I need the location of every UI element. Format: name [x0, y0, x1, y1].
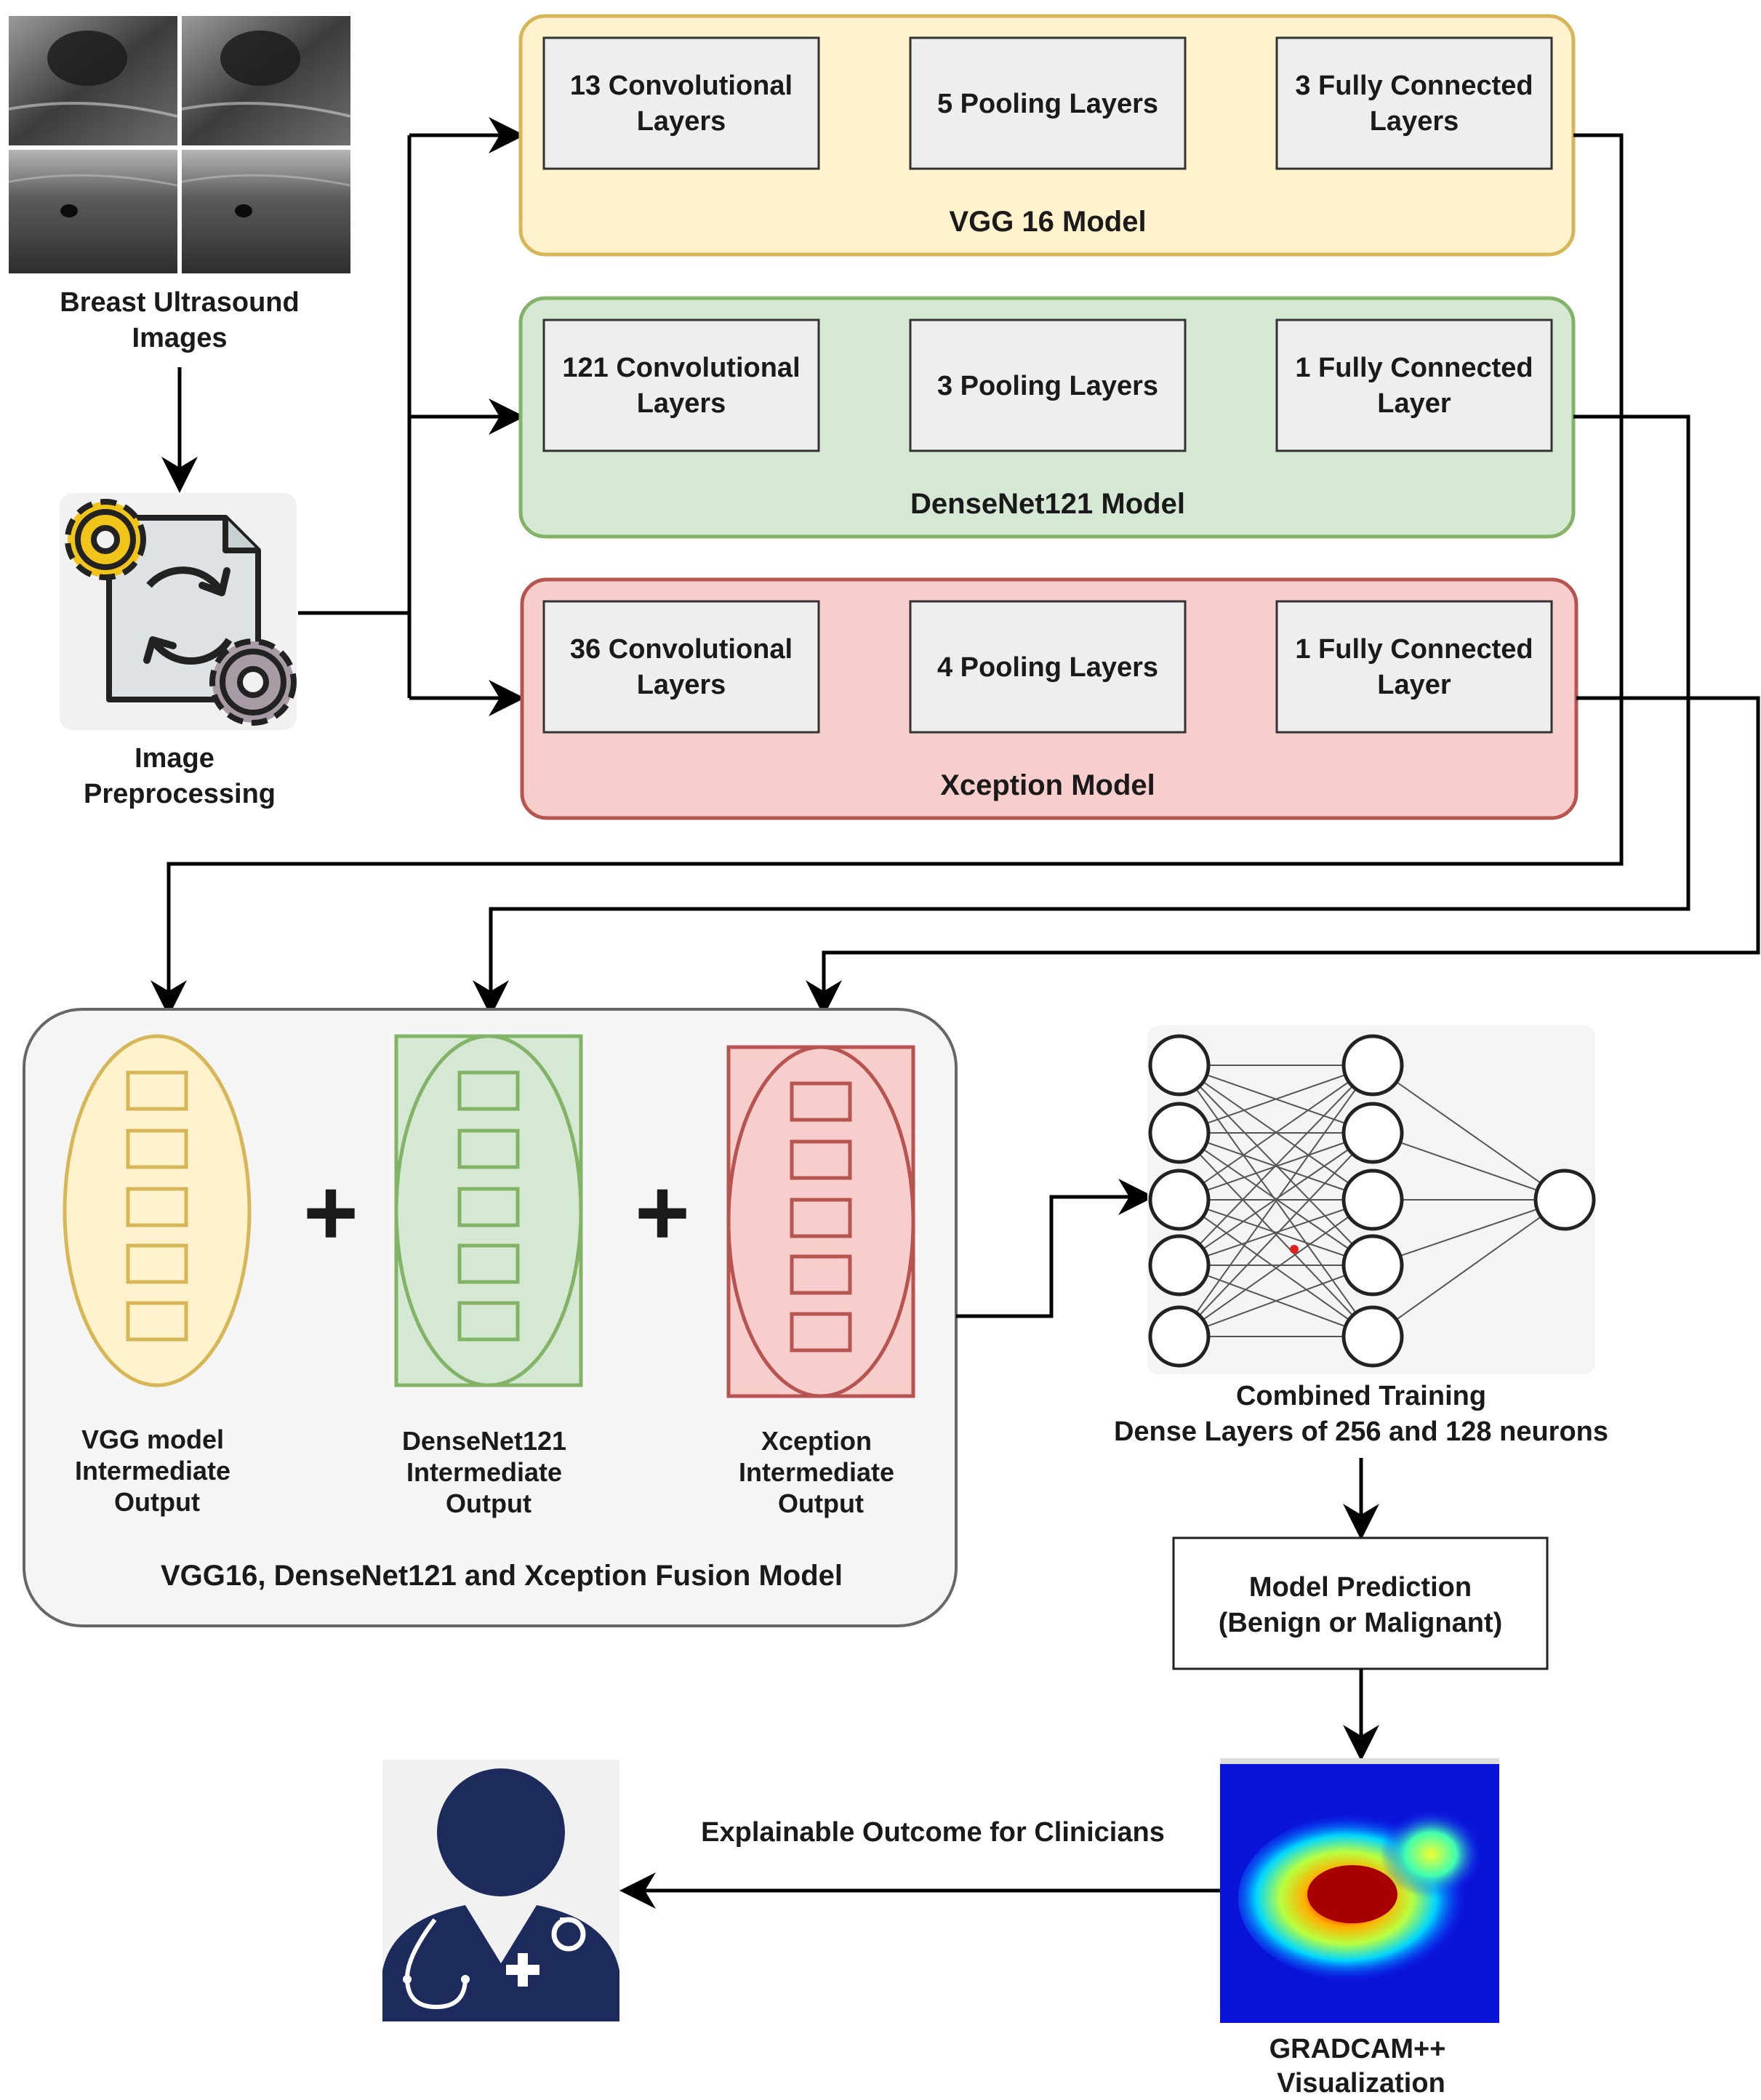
- densenet-output-nodes: [457, 1070, 520, 1342]
- vgg-output-label-1: VGG model: [81, 1424, 224, 1454]
- vgg16-fc-line-2: Layers: [1370, 106, 1459, 137]
- prediction-label-line-1: Model Prediction: [1249, 1572, 1472, 1603]
- vgg16-fc-line-1: 3 Fully Connected: [1295, 71, 1533, 101]
- outcome-label: Explainable Outcome for Clinicians: [701, 1817, 1165, 1848]
- fusion-model-panel: + + VGG model Intermediate Output DenseN…: [23, 1008, 958, 1627]
- vgg-output-label-3: Output: [114, 1487, 200, 1517]
- vgg16-model-panel: 13 Convolutional Layers 5 Pooling Layers…: [518, 14, 1576, 257]
- xception-fc-line-1: 1 Fully Connected: [1295, 634, 1533, 665]
- vgg16-pool-box: [909, 36, 1187, 170]
- vgg-output-ellipse: [63, 1034, 252, 1387]
- xception-output-nodes: [790, 1081, 852, 1352]
- vgg16-title: VGG 16 Model: [949, 206, 1146, 238]
- fusion-title: VGG16, DenseNet121 and Xception Fusion M…: [161, 1560, 843, 1592]
- ultrasound-images-icon: [8, 16, 351, 273]
- gear-document-icon: [60, 493, 297, 730]
- preprocessing-to-models-connector: [298, 117, 525, 716]
- gradcam-label-line-2: Visualization: [1277, 2068, 1445, 2099]
- preprocessing-label-line-2: Preprocessing: [84, 779, 276, 809]
- densenet121-conv-line-2: Layers: [637, 388, 726, 419]
- plus-sign-1: +: [303, 1159, 358, 1265]
- doctor-icon: [382, 1760, 619, 2021]
- models-to-fusion-connector: [151, 133, 1760, 1017]
- preprocessing-label-line-1: Image: [135, 743, 214, 774]
- gradcam-label-line-1: GRADCAM++: [1269, 2034, 1446, 2064]
- xception-conv-line-1: 36 Convolutional: [570, 634, 793, 665]
- densenet121-pool-label: 3 Pooling Layers: [937, 371, 1158, 401]
- fusion-to-network-connector: [956, 1179, 1155, 1318]
- neural-network-icon: [1147, 1025, 1596, 1374]
- densenet121-fc-line-1: 1 Fully Connected: [1295, 353, 1533, 383]
- densenet121-fc-box: [1275, 318, 1553, 452]
- densenet121-conv-box: [542, 318, 820, 452]
- densenet121-pool-box: [909, 318, 1187, 452]
- plus-sign-2: +: [635, 1159, 690, 1265]
- ultrasound-label-line-2: Images: [132, 323, 228, 353]
- densenet-output-label-2: Intermediate: [406, 1457, 562, 1487]
- xception-pool-label: 4 Pooling Layers: [937, 652, 1158, 683]
- gradcam-heatmap-icon: [1220, 1758, 1499, 2023]
- xception-output-label-3: Output: [778, 1488, 864, 1518]
- ultrasound-label-line-1: Breast Ultrasound: [60, 287, 299, 318]
- vgg16-fc-box: [1275, 36, 1553, 170]
- xception-conv-line-2: Layers: [637, 670, 726, 700]
- xception-output-ellipse: [726, 1045, 915, 1398]
- xception-fc-box: [1275, 600, 1553, 734]
- xception-fc-line-2: Layer: [1377, 670, 1451, 700]
- xception-pool-box: [909, 600, 1187, 734]
- vgg-output-label-2: Intermediate: [75, 1456, 230, 1486]
- densenet-output-label-3: Output: [446, 1488, 531, 1518]
- training-label-line-2: Dense Layers of 256 and 128 neurons: [1114, 1416, 1608, 1447]
- densenet-output-ellipse: [394, 1034, 583, 1387]
- vgg16-conv-line-2: Layers: [637, 106, 726, 137]
- prediction-box: [1172, 1536, 1549, 1670]
- xception-output-label-1: Xception: [761, 1426, 872, 1456]
- xception-conv-box: [542, 600, 820, 734]
- xception-model-panel: 36 Convolutional Layers 4 Pooling Layers…: [520, 577, 1579, 820]
- vgg-output-nodes: [126, 1070, 188, 1342]
- xception-title: Xception Model: [940, 769, 1155, 801]
- prediction-label-line-2: (Benign or Malignant): [1219, 1608, 1503, 1638]
- vgg16-conv-box: [542, 36, 820, 170]
- densenet121-conv-line-1: 121 Convolutional: [562, 353, 800, 383]
- training-label-line-1: Combined Training: [1236, 1381, 1486, 1411]
- densenet121-title: DenseNet121 Model: [910, 488, 1185, 520]
- xception-output-label-2: Intermediate: [739, 1457, 894, 1487]
- densenet121-model-panel: 121 Convolutional Layers 3 Pooling Layer…: [518, 296, 1576, 539]
- vgg16-pool-label: 5 Pooling Layers: [937, 89, 1158, 119]
- vgg16-conv-line-1: 13 Convolutional: [570, 71, 793, 101]
- densenet121-fc-line-2: Layer: [1377, 388, 1451, 419]
- densenet-output-label-1: DenseNet121: [402, 1426, 566, 1456]
